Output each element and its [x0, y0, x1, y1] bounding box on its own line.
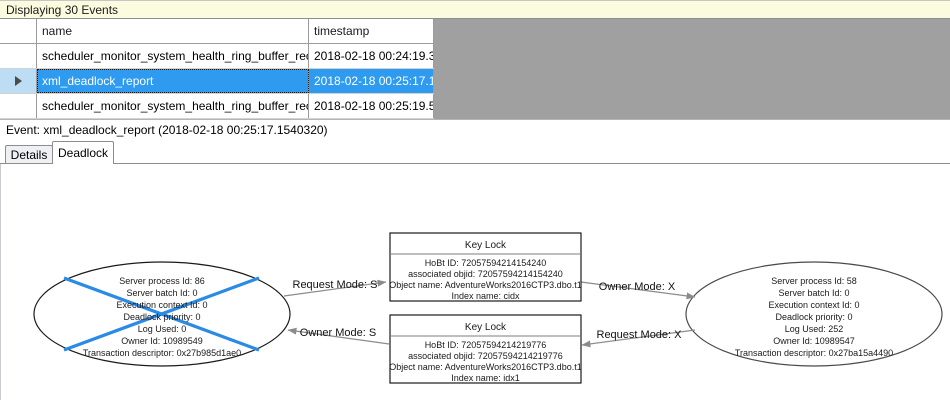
table-row[interactable]: scheduler_monitor_system_health_ring_buf… — [0, 94, 434, 119]
status-bar: Displaying 30 Events — [0, 0, 950, 19]
cell-name[interactable]: xml_deadlock_report — [37, 69, 309, 93]
process-node-right-process[interactable]: Server process Id: 58 Server batch Id: 0… — [685, 261, 943, 367]
resource-box-outline — [389, 232, 582, 302]
cell-name[interactable]: scheduler_monitor_system_health_ring_buf… — [37, 44, 309, 68]
tabstrip: Details Deadlock — [0, 140, 950, 164]
row-selector[interactable] — [0, 44, 37, 68]
grid-header-row: name timestamp — [0, 19, 434, 44]
grid-column-header-name[interactable]: name — [37, 19, 309, 43]
event-caption: Event: xml_deadlock_report (2018-02-18 0… — [0, 119, 950, 140]
resource-line: Index name: idx1 — [451, 373, 520, 383]
events-grid[interactable]: name timestamp scheduler_monitor_system_… — [0, 19, 950, 119]
process-node-right-ellipse — [685, 261, 943, 367]
process-line: Execution context Id: 0 — [768, 300, 859, 310]
edge-label: Owner Mode: X — [599, 281, 676, 293]
edge-left-request-top: Request Mode: S — [283, 279, 387, 297]
tab-details[interactable]: Details — [5, 145, 53, 163]
row-selector[interactable] — [0, 94, 37, 118]
row-selector-arrow-icon — [14, 76, 22, 86]
resource-node-bottom-key-lock[interactable]: Key Lock HoBt ID: 72057594214219776 asso… — [389, 314, 582, 384]
process-line: Owner Id: 10989547 — [773, 336, 855, 346]
process-line: Server process Id: 58 — [771, 276, 857, 286]
process-line: Transaction descriptor: 0x27ba15a4490 — [735, 348, 893, 358]
resource-node-top-key-lock[interactable]: Key Lock HoBt ID: 72057594214154240 asso… — [389, 232, 582, 302]
process-node-left-process[interactable]: Server process Id: 86 Server batch Id: 0… — [33, 261, 291, 367]
resource-title: Key Lock — [465, 322, 507, 333]
cell-name[interactable]: scheduler_monitor_system_health_ring_buf… — [37, 94, 309, 118]
status-bar-text: Displaying 30 Events — [6, 2, 119, 17]
resource-line: associated objid: 72057594214154240 — [408, 269, 563, 279]
resource-line: HoBt ID: 72057594214154240 — [425, 258, 547, 268]
tab-deadlock-label: Deadlock — [57, 146, 109, 160]
edge-label: Request Mode: X — [597, 329, 683, 341]
resource-box-outline — [389, 314, 582, 384]
cell-timestamp[interactable]: 2018-02-18 00:24:19.3516078 — [309, 44, 434, 68]
process-line: Deadlock priority: 0 — [123, 312, 200, 322]
edge-label: Owner Mode: S — [300, 327, 376, 339]
edge-label: Request Mode: S — [293, 279, 378, 291]
cell-timestamp[interactable]: 2018-02-18 00:25:19.5276859 — [309, 94, 434, 118]
events-grid-inner: name timestamp scheduler_monitor_system_… — [0, 19, 434, 119]
process-line: Execution context Id: 0 — [116, 300, 207, 310]
grid-header-rowselector — [0, 19, 37, 43]
resource-line: HoBt ID: 72057594214219776 — [425, 340, 547, 350]
table-row[interactable]: scheduler_monitor_system_health_ring_buf… — [0, 44, 434, 69]
cell-timestamp[interactable]: 2018-02-18 00:25:17.1540320 — [309, 69, 434, 93]
edge-right-request-bottom: Request Mode: X — [581, 329, 696, 348]
resource-line: Index name: cidx — [451, 291, 520, 301]
process-line: Deadlock priority: 0 — [775, 312, 852, 322]
event-caption-text: Event: xml_deadlock_report (2018-02-18 0… — [6, 123, 328, 137]
process-line: Server batch Id: 0 — [126, 288, 197, 298]
tab-deadlock[interactable]: Deadlock — [52, 141, 114, 164]
resource-title: Key Lock — [465, 240, 507, 251]
process-line: Owner Id: 10989549 — [121, 336, 203, 346]
process-line: Log Used: 0 — [138, 324, 187, 334]
resource-line: associated objid: 72057594214219776 — [408, 351, 563, 361]
process-line: Server batch Id: 0 — [778, 288, 849, 298]
row-selector[interactable] — [0, 69, 37, 93]
resource-line: Object name: AdventureWorks2016CTP3.dbo.… — [389, 362, 581, 372]
process-line: Server process Id: 86 — [119, 276, 205, 286]
grid-column-header-timestamp[interactable]: timestamp — [309, 19, 434, 43]
edge-bottom-owner-left: Owner Mode: S — [287, 327, 390, 345]
process-line: Log Used: 252 — [785, 324, 844, 334]
deadlock-victim-x-icon — [63, 276, 260, 352]
resource-line: Object name: AdventureWorks2016CTP3.dbo.… — [389, 280, 581, 290]
edge-top-owner-right: Owner Mode: X — [580, 281, 696, 300]
table-row[interactable]: xml_deadlock_report 2018-02-18 00:25:17.… — [0, 69, 434, 94]
process-line: Transaction descriptor: 0x27b985d1ae0 — [83, 348, 241, 358]
deadlock-graph-canvas[interactable]: Server process Id: 86 Server batch Id: 0… — [0, 164, 950, 400]
tab-details-label: Details — [10, 147, 48, 162]
